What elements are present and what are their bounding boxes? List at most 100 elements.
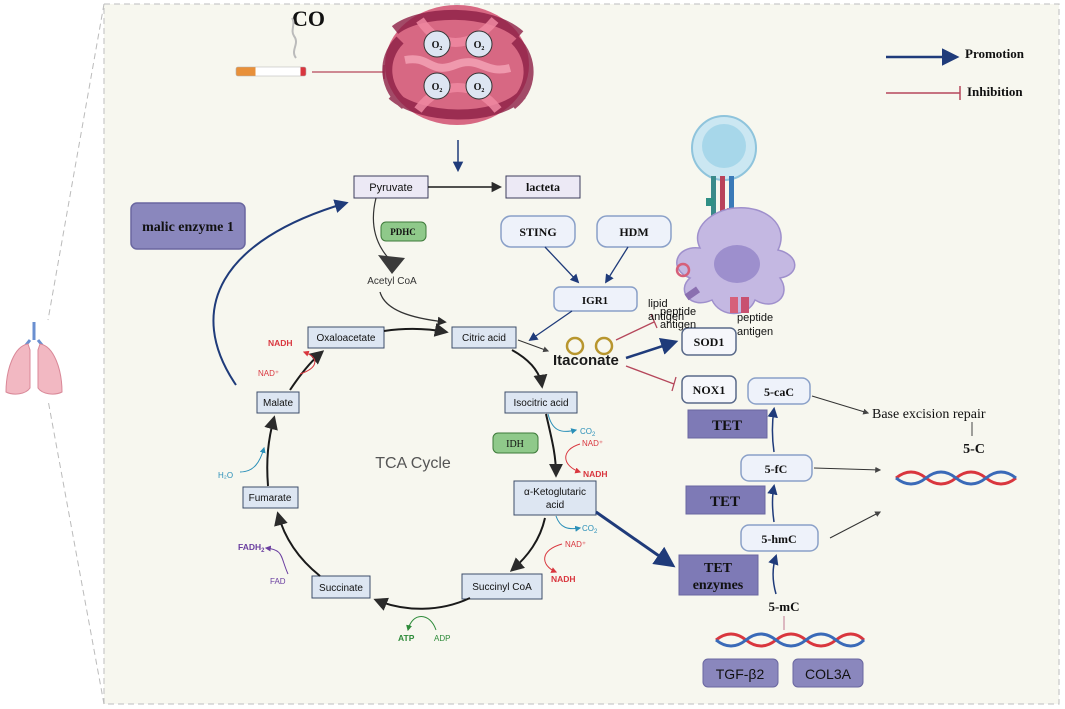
o2-label-1: O2 [432, 40, 443, 52]
co2-label-1: CO2 [580, 427, 596, 438]
peptide-antigen-label-b1: peptide [737, 312, 773, 324]
malate-box [256, 391, 300, 414]
sting-box [500, 215, 576, 248]
five-cac-to-ber-arrow [811, 395, 870, 415]
five-fc-box [740, 454, 813, 482]
t-cell-icon [691, 115, 757, 228]
tet-enzymes-box [678, 554, 759, 596]
malic-enzyme-label: malic enzyme 1 [142, 220, 234, 235]
five-hmc-to-dna-arrow [829, 511, 882, 539]
co2-label-2: CO2 [582, 524, 598, 535]
nad-label-3: NAD⁺ [565, 540, 586, 549]
five-mc-label: 5-mC [768, 599, 799, 614]
succinylcoa-to-succinate-arrow [373, 597, 471, 611]
nad-to-nadh-arc-3 [544, 543, 563, 573]
panel-background [103, 3, 1060, 705]
hdm-label: HDM [619, 225, 648, 239]
nad-label-1: NAD⁺ [258, 369, 279, 378]
acetylcoa-to-citric-arrow [379, 291, 447, 326]
dendritic-cell-icon [675, 207, 796, 315]
akg-to-tet-enzymes-arrow [595, 510, 676, 568]
hdm-to-igr1-arrow [605, 246, 629, 284]
tet-enzymes-label-1: TET [704, 561, 733, 576]
idh-box [492, 432, 539, 454]
five-fc-label: 5-fC [765, 462, 788, 476]
five-cac-label: 5-caC [764, 385, 794, 399]
isocitric-acid-label: Isocitric acid [513, 398, 568, 409]
legend-promotion-label: Promotion [965, 46, 1025, 61]
sod1-box [681, 327, 737, 356]
nadh-label-2: NADH [583, 469, 608, 479]
akg-to-succinylcoa-arrow [509, 517, 546, 572]
tet-label-2: TET [710, 494, 740, 510]
sod1-label: SOD1 [694, 335, 725, 349]
akg-box [513, 480, 597, 516]
malate-to-pyruvate-arrow [212, 199, 349, 386]
itaconate-antigen-inhibition [615, 321, 655, 341]
five-c-label: 5-C [963, 442, 985, 457]
callout-line-bottom [47, 399, 105, 705]
succinyl-coa-label: Succinyl CoA [472, 582, 532, 593]
h2o-label: H₂O [218, 471, 233, 480]
nox1-label: NOX1 [693, 383, 726, 397]
peptide-antigen-label-b2: antigen [737, 326, 773, 338]
tet-box-2 [685, 485, 766, 515]
sting-label: STING [519, 225, 556, 239]
citric-acid-label: Citric acid [462, 333, 506, 344]
fad-label: FAD [270, 577, 286, 586]
five-hmc-to-fc-arrow [767, 483, 778, 523]
lipid-antigen-label-2: antigen [648, 311, 684, 323]
succinate-label: Succinate [319, 583, 363, 594]
adp-label: ADP [434, 634, 450, 643]
succinyl-coa-box [461, 573, 543, 600]
akg-label-2: acid [546, 500, 564, 511]
five-fc-to-cac-arrow [767, 406, 778, 453]
nad-label-2: NAD⁺ [582, 439, 603, 448]
lipid-antigen-label-1: lipid [648, 298, 668, 310]
h2o-arc [239, 446, 266, 473]
hdm-box [596, 215, 672, 248]
dna-helix-right [895, 470, 1017, 486]
malate-to-oxaloacetate-arrow [289, 350, 325, 391]
tet-box-1 [687, 409, 768, 439]
nad-to-nadh-arc-2 [565, 443, 582, 474]
akg-co2-arc [555, 515, 582, 532]
adp-to-atp-arc [406, 616, 437, 632]
co-label: CO [292, 6, 325, 31]
itaconate-label: Itaconate [553, 352, 619, 369]
citric-to-isocitric-arrow [511, 349, 548, 389]
legend-inhibition-label: Inhibition [967, 84, 1023, 99]
malate-label: Malate [263, 398, 293, 409]
isocitric-to-akg-arrow [545, 413, 563, 478]
tca-cycle: Citric acid Isocitric acid α-Ketoglutari… [218, 323, 608, 643]
igr1-label: IGR1 [582, 295, 608, 307]
itaconate-nox1-inhibition [625, 365, 675, 385]
cigarette-icon [235, 17, 307, 77]
five-cac-box [747, 377, 811, 405]
itaconate-ring-2 [594, 336, 614, 356]
peptide-antigen-label-a2: antigen [660, 319, 696, 331]
tet-label-1: TET [712, 418, 742, 434]
itaconate-nox1-inhibition-bar [671, 376, 677, 392]
succinate-box [311, 575, 371, 599]
fad-to-fadh2-arc [264, 545, 289, 575]
citric-acid-box [451, 326, 517, 349]
dna-helix-bottom [715, 632, 866, 648]
lungs-icon [5, 322, 63, 395]
o2-label-2: O2 [474, 40, 485, 52]
lacteta-label: lacteta [526, 180, 560, 194]
citric-to-itaconate-arrow [517, 339, 550, 353]
base-excision-repair-label: Base excision repair [872, 407, 986, 422]
akg-label-1: α-Ketoglutaric [524, 487, 586, 498]
five-hmc-box [740, 524, 819, 552]
fumarate-box [242, 486, 299, 509]
tgf-box [702, 658, 779, 688]
hemoglobin-icon [382, 5, 534, 125]
nad-to-nadh-arc-1 [299, 350, 316, 375]
o2-label-3: O2 [432, 82, 443, 94]
callout-line-top [47, 3, 105, 321]
five-mc-to-hmc-arrow [768, 554, 779, 595]
isocitric-co2-arc [547, 413, 578, 435]
igr1-to-citric-arrow [528, 310, 573, 342]
tet-enzymes-label-2: enzymes [693, 578, 744, 593]
